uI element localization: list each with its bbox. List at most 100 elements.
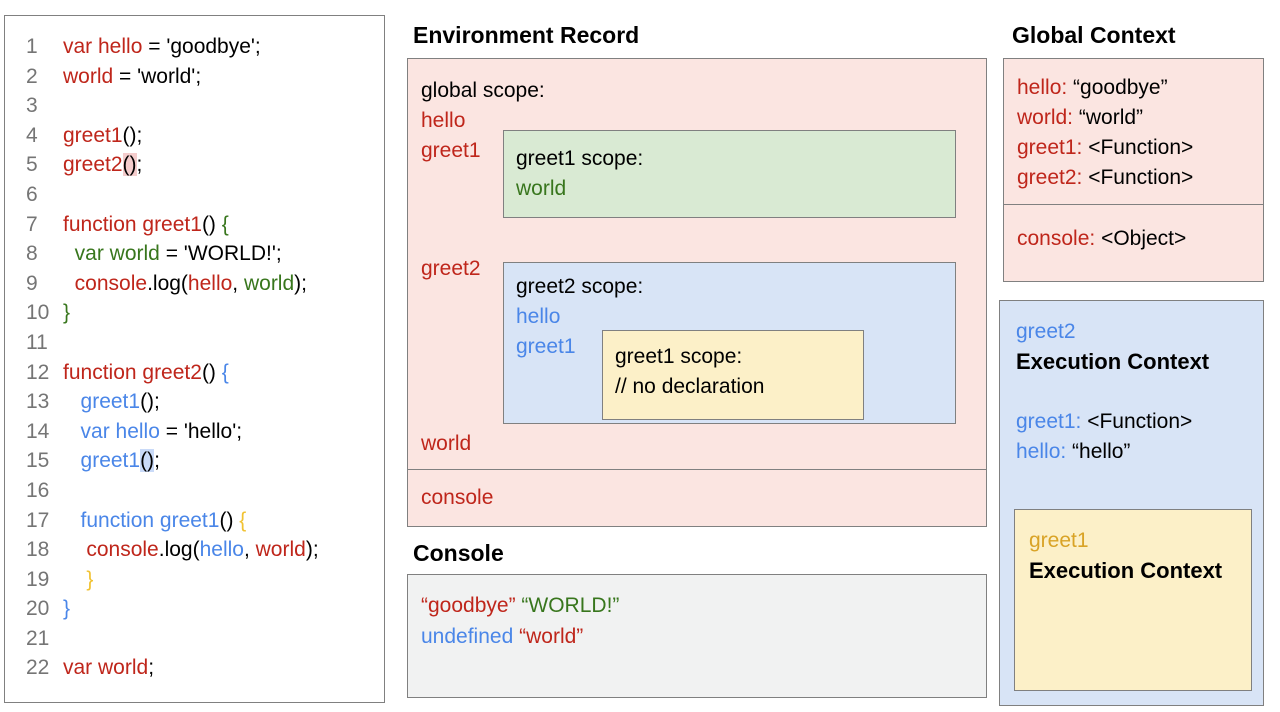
text-segment: <Function> bbox=[1087, 410, 1193, 433]
line-number: 4 bbox=[26, 123, 38, 147]
console-binding-section: console bbox=[408, 470, 986, 526]
text-segment: , bbox=[232, 271, 244, 295]
text-segment: } bbox=[63, 301, 71, 325]
console-output-lines: “goodbye” “WORLD!”undefined “world” bbox=[421, 590, 986, 652]
text-segment: “hello” bbox=[1072, 440, 1131, 463]
text-segment: world bbox=[255, 538, 306, 562]
code-text: var world; bbox=[63, 656, 154, 679]
text-segment: greet1: bbox=[1017, 136, 1089, 159]
text-segment: = 'goodbye'; bbox=[142, 35, 261, 58]
text-segment: console bbox=[74, 271, 148, 295]
text-segment: world bbox=[63, 64, 114, 88]
greet2-scope-label: greet2 scope: bbox=[516, 275, 644, 298]
code-text: function greet1() { bbox=[63, 508, 247, 532]
text-segment: “WORLD!” bbox=[521, 594, 620, 617]
code-text: } bbox=[63, 301, 70, 324]
code-line: 5 greet2(); bbox=[26, 150, 384, 180]
code-text: world = 'world'; bbox=[63, 65, 201, 88]
text-segment: () bbox=[219, 508, 240, 532]
console-title: Console bbox=[413, 540, 504, 566]
line-number: 2 bbox=[26, 64, 38, 88]
global-scope-section: global scope: hello greet1 greet2 world … bbox=[408, 59, 986, 470]
greet1-scope-label: greet1 scope: bbox=[516, 147, 644, 170]
text-segment: ; bbox=[136, 153, 143, 177]
line-number: 5 bbox=[26, 153, 38, 177]
text-segment: { bbox=[221, 360, 229, 384]
text-segment: “goodbye” bbox=[1073, 76, 1168, 99]
text-segment: var world bbox=[74, 242, 160, 266]
code-line: 12 function greet2() { bbox=[26, 358, 384, 388]
code-line: 15 greet1(); bbox=[26, 446, 384, 476]
code-text: } bbox=[63, 568, 93, 591]
code-text: greet2(); bbox=[63, 153, 143, 177]
line-number: 3 bbox=[26, 94, 38, 118]
text-segment: () bbox=[140, 449, 155, 473]
text-segment: hello bbox=[187, 271, 233, 295]
text-segment: greet2: bbox=[1017, 166, 1089, 189]
code-line: 3 bbox=[26, 91, 384, 121]
text-segment: greet1 bbox=[80, 390, 141, 414]
text-segment: () bbox=[122, 153, 137, 177]
text-segment bbox=[63, 242, 75, 265]
text-segment: = 'world'; bbox=[113, 64, 202, 88]
line-number: 1 bbox=[26, 35, 38, 58]
line-number: 22 bbox=[26, 656, 50, 680]
text-segment: (); bbox=[122, 123, 143, 147]
text-segment: , bbox=[243, 538, 256, 562]
global-context-variables: hello: “goodbye”world: “world”greet1: <F… bbox=[1004, 59, 1263, 205]
line-number: 12 bbox=[26, 360, 50, 384]
text-segment: <Function> bbox=[1088, 136, 1194, 159]
text-segment: undefined bbox=[421, 625, 514, 648]
line-number: 10 bbox=[26, 301, 50, 325]
code-line: 18 console.log(hello, world); bbox=[26, 535, 384, 565]
line-number: 18 bbox=[26, 538, 50, 562]
code-text: function greet2() { bbox=[63, 361, 229, 384]
greet1-ec-title: Execution Context bbox=[1029, 558, 1223, 583]
environment-record-title: Environment Record bbox=[413, 22, 640, 48]
greet2-scope-var-hello: hello bbox=[516, 305, 561, 328]
text-line: greet1: <Function> bbox=[1017, 133, 1263, 163]
text-segment: greet1 bbox=[80, 449, 141, 473]
text-line: hello: “goodbye” bbox=[1017, 73, 1263, 103]
text-segment: { bbox=[221, 212, 229, 236]
text-line: hello: “hello” bbox=[1016, 437, 1263, 467]
text-segment: var hello bbox=[63, 35, 143, 58]
text-segment: ); bbox=[294, 271, 307, 295]
environment-record-box: global scope: hello greet1 greet2 world … bbox=[407, 58, 987, 527]
code-line: 17 function greet1() { bbox=[26, 506, 384, 536]
greet1-execution-context-box: greet1 Execution Context bbox=[1014, 509, 1252, 691]
line-number: 9 bbox=[26, 271, 38, 295]
text-segment: ); bbox=[305, 538, 319, 562]
text-segment: console: bbox=[1017, 226, 1102, 250]
code-line: 13 greet1(); bbox=[26, 387, 384, 417]
greet2-ec-variables: greet1: <Function>hello: “hello” bbox=[1016, 407, 1263, 467]
code-line: 6 bbox=[26, 180, 384, 210]
code-text: console.log(hello, world); bbox=[63, 538, 319, 562]
code-text: var hello = 'hello'; bbox=[63, 420, 243, 443]
line-number: 8 bbox=[26, 242, 38, 266]
code-text: var world = 'WORLD!'; bbox=[63, 242, 282, 265]
code-editor-panel: 1 var hello = 'goodbye'; 2 world = 'world';… bbox=[4, 15, 385, 703]
line-number: 13 bbox=[26, 390, 50, 414]
code-text: } bbox=[63, 597, 70, 620]
text-segment: = 'WORLD!'; bbox=[159, 242, 282, 266]
code-line: 21 bbox=[26, 624, 384, 654]
text-line: greet2: <Function> bbox=[1017, 163, 1263, 193]
code-line: 20} bbox=[26, 594, 384, 624]
code-line: 22 var world; bbox=[26, 653, 384, 683]
code-line: 19 } bbox=[26, 565, 384, 595]
text-segment: hello bbox=[199, 538, 244, 562]
console-object-line: console: <Object> bbox=[1017, 224, 1263, 254]
text-segment: () bbox=[201, 360, 222, 384]
greet2-scope-box: greet2 scope: hello greet1 greet1 scope:… bbox=[503, 262, 956, 424]
console-output-box: “goodbye” “WORLD!”undefined “world” bbox=[407, 574, 987, 698]
text-segment: .log( bbox=[147, 271, 188, 295]
code-line: 1 var hello = 'goodbye'; bbox=[26, 32, 384, 62]
text-segment: ; bbox=[148, 656, 155, 680]
line-number: 11 bbox=[26, 330, 48, 354]
code-text: greet1(); bbox=[63, 124, 142, 147]
global-var-greet2: greet2 bbox=[421, 257, 481, 280]
code-line: 2 world = 'world'; bbox=[26, 62, 384, 92]
text-line: world: “world” bbox=[1017, 103, 1263, 133]
